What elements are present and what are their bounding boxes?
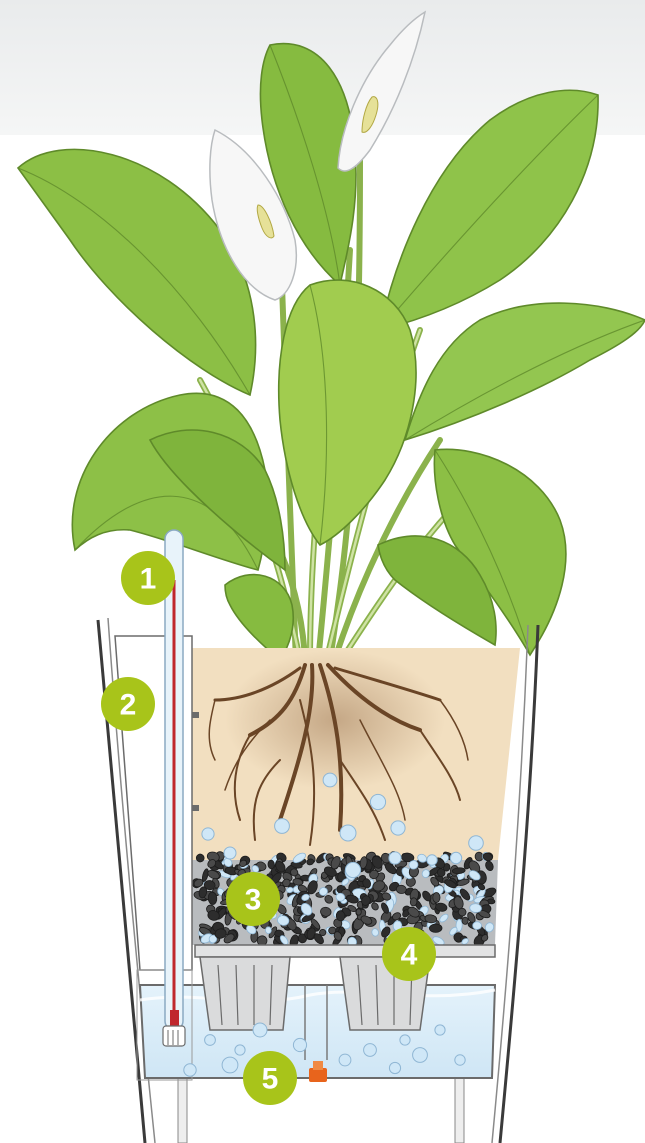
badge-3: 3: [226, 872, 280, 926]
water-bead: [275, 819, 290, 834]
water-bead: [266, 927, 272, 934]
water-bead: [455, 1055, 465, 1065]
water-bead: [235, 1045, 245, 1055]
water-bead: [473, 922, 482, 930]
water-bead: [323, 773, 337, 787]
plant-leaves: [18, 44, 645, 660]
granule: [462, 917, 468, 924]
water-bead: [222, 1057, 238, 1073]
water-bead: [435, 1025, 445, 1035]
granule: [410, 897, 418, 906]
granule: [268, 860, 275, 869]
badge-3-label: 3: [245, 884, 262, 917]
water-bead: [224, 847, 236, 859]
water-bead: [391, 821, 405, 835]
granule: [433, 893, 440, 903]
water-bead: [293, 1038, 306, 1051]
badge-1-label: 1: [140, 563, 157, 596]
granule: [336, 911, 345, 921]
water-bead: [389, 1062, 400, 1073]
water-bead: [202, 828, 214, 840]
badge-1: 1: [121, 551, 175, 605]
water-bead: [345, 862, 360, 877]
water-bead: [339, 1054, 351, 1066]
water-bead: [184, 1064, 196, 1076]
water-bead: [340, 825, 356, 841]
water-bead: [450, 852, 461, 863]
badge-5-label: 5: [262, 1063, 279, 1096]
water-bead: [469, 836, 484, 851]
water-bead: [370, 794, 385, 809]
water-bead: [389, 852, 401, 864]
badge-2-label: 2: [120, 689, 137, 722]
water-bead: [364, 1044, 377, 1057]
water-bead: [413, 1048, 428, 1063]
water-bead: [253, 1023, 267, 1037]
granule: [356, 909, 362, 916]
granule: [429, 924, 442, 933]
water-bead: [427, 855, 437, 865]
badge-5: 5: [243, 1051, 297, 1105]
water-bead: [400, 1035, 410, 1045]
water-bead: [205, 1035, 216, 1046]
badge-4: 4: [382, 927, 436, 981]
badge-4-label: 4: [401, 939, 418, 972]
badge-2: 2: [101, 677, 155, 731]
